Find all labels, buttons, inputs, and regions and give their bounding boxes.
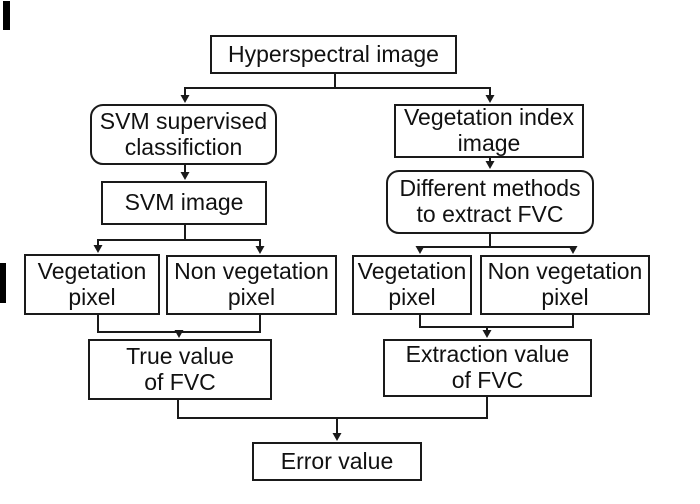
arrowhead [568,246,578,254]
arrowheads [93,95,578,441]
node-svm-supervised-classification: SVM supervised classifiction [90,104,277,165]
arrowhead [415,246,425,254]
arrowhead [93,245,103,253]
arrowhead [332,433,342,441]
page-edge-artifact-left [0,263,6,303]
node-different-methods-extract-fvc: Different methods to extract FVC [386,170,594,234]
arrowhead [255,246,265,254]
node-error-value: Error value [252,442,422,481]
node-non-vegetation-pixel-right: Non vegetation pixel [480,255,650,315]
edge-hyperspectral-branch [184,74,491,96]
edge-svmimage-split [97,225,261,247]
edge-methods-split [419,234,574,248]
arrowhead [174,330,184,338]
node-non-vegetation-pixel-left: Non vegetation pixel [166,255,337,315]
edge-right-merge-extraction-value [419,315,574,331]
edge-values-merge-error [177,397,488,435]
arrowhead [180,172,190,180]
node-svm-image: SVM image [101,181,267,225]
node-vegetation-pixel-left: Vegetation pixel [24,254,160,315]
page-edge-artifact-top [3,1,10,30]
node-extraction-value-of-fvc: Extraction value of FVC [383,339,592,397]
arrowhead [485,161,495,169]
node-vegetation-index-image: Vegetation index image [394,104,584,158]
arrowhead [485,95,495,103]
node-hyperspectral-image: Hyperspectral image [210,35,457,74]
arrowhead [482,330,492,338]
node-true-value-of-fvc: True value of FVC [88,339,272,400]
arrowhead [180,95,190,103]
node-vegetation-pixel-right: Vegetation pixel [352,255,472,315]
